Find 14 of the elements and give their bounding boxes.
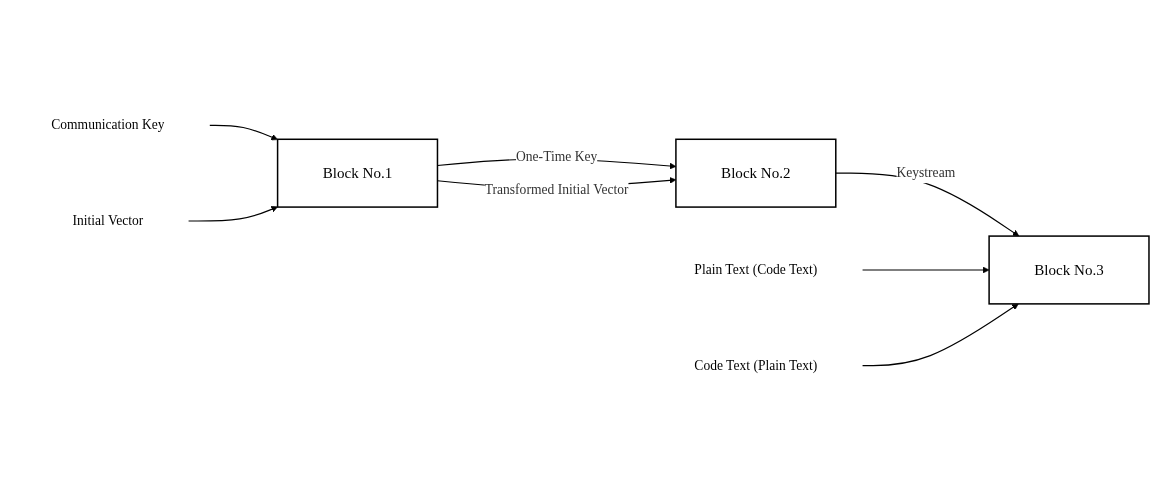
edge-label: One-Time Key [516, 148, 598, 164]
edge-label: Transformed Initial Vector [484, 181, 629, 197]
node-box: Block No.1 [276, 138, 439, 208]
edge-label: Keystream [896, 165, 956, 181]
arrow [188, 206, 278, 222]
node-text: Communication Key [51, 117, 165, 133]
node-text: Code Text (Plain Text) [694, 357, 818, 373]
arrow [862, 266, 990, 274]
arrow [209, 124, 278, 141]
node-box: Block No.2 [675, 138, 837, 208]
node-box: Block No.3 [988, 235, 1150, 305]
arrow [862, 303, 1019, 367]
node-text: Plain Text (Code Text) [694, 262, 818, 278]
node-text: Initial Vector [72, 213, 144, 229]
